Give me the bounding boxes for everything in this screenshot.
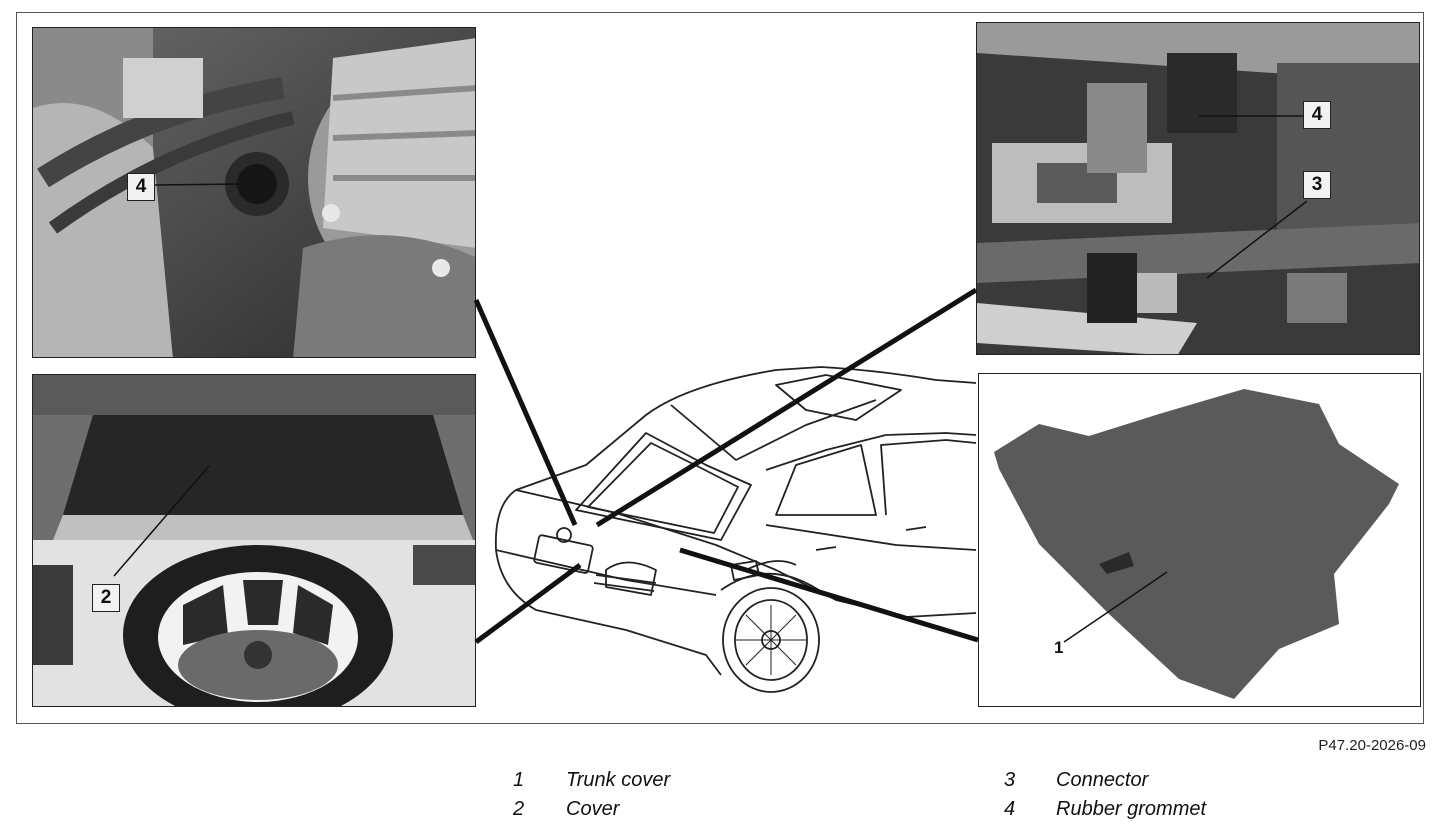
legend-num-2: 2	[513, 798, 525, 820]
legend-num-3: 3	[1004, 769, 1016, 791]
figure-frame	[16, 12, 1424, 724]
callout-4-grommet-right: 4	[1303, 101, 1331, 129]
photo-trunk-cover	[978, 373, 1421, 707]
callout-4-grommet: 4	[127, 173, 155, 201]
photo-grommet-strut	[32, 27, 476, 358]
callout-2-cover: 2	[92, 584, 120, 612]
legend-text-rubber-grommet: Rubber grommet	[1056, 798, 1207, 820]
legend-text-connector: Connector	[1056, 769, 1149, 791]
photo-spare-wheel-cover	[32, 374, 476, 707]
photo-connector-area	[976, 22, 1420, 355]
legend-text-trunk-cover: Trunk cover	[566, 769, 671, 791]
callout-3-connector: 3	[1303, 171, 1331, 199]
car-illustration	[494, 366, 976, 693]
callout-1-trunk-cover: 1	[1054, 638, 1064, 657]
legend-num-4: 4	[1004, 798, 1016, 820]
figure-reference-code: P47.20-2026-09	[1318, 737, 1426, 754]
legend-num-1: 1	[513, 769, 525, 791]
legend-text-cover: Cover	[566, 798, 620, 820]
